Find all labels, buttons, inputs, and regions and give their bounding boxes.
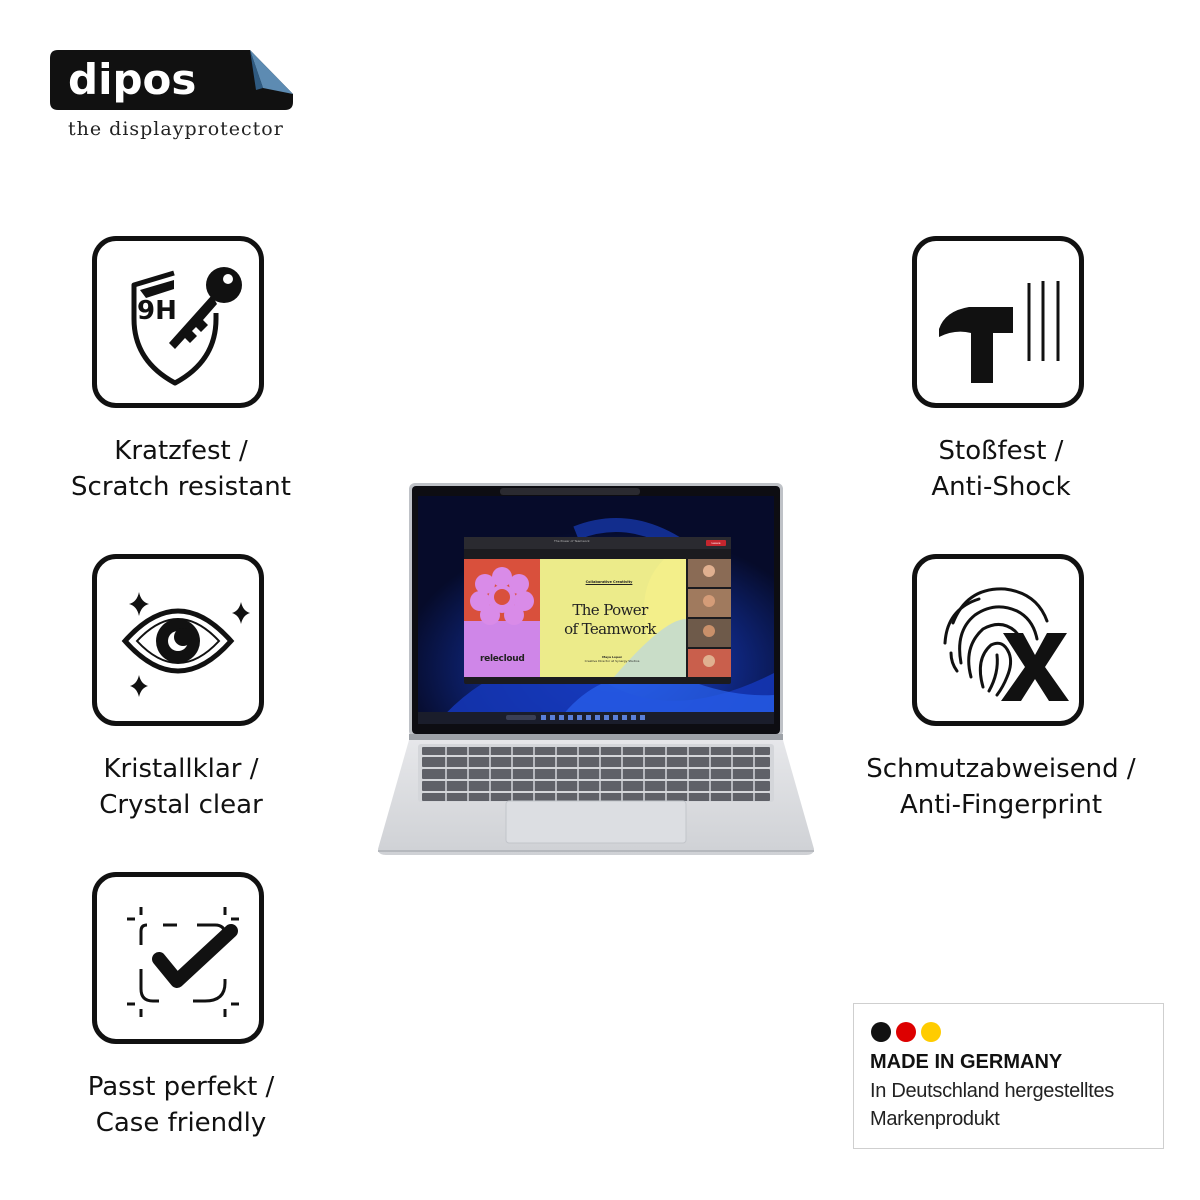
feature-tile-shock (912, 236, 1084, 408)
caption-fingerprint: Schmutzabweisend / Anti-Fingerprint (841, 751, 1161, 823)
caption-fingerprint-de: Schmutzabweisend / (866, 754, 1136, 784)
slide-presenter-role: Creative Director at Synergy Studios (584, 659, 640, 663)
made-in-germany-line1: In Deutschland hergestelltes (870, 1080, 1114, 1102)
eye-sparkle-icon (121, 592, 250, 697)
flag-dot-gold (921, 1022, 941, 1042)
caption-clear-de: Kristallklar / (103, 754, 259, 784)
caption-clear: Kristallklar / Crystal clear (21, 751, 341, 823)
meeting-window: The Power of Teamwork Leave (464, 537, 731, 684)
slide-kicker: Collaborative Creativity (585, 580, 633, 584)
flag-dot-black (871, 1022, 891, 1042)
caption-fingerprint-en: Anti-Fingerprint (899, 790, 1103, 820)
checkmark-frame-icon (127, 907, 239, 1017)
caption-scratch-en: Scratch resistant (71, 472, 291, 502)
caption-shock: Stoßfest / Anti-Shock (841, 433, 1161, 505)
fingerprint-cross-icon (943, 587, 1069, 701)
made-in-germany-line2: Markenprodukt (870, 1108, 1000, 1130)
caption-shock-de: Stoßfest / (938, 436, 1064, 466)
caption-fit-en: Case friendly (95, 1108, 267, 1138)
brand-tagline: the displayprotector (68, 118, 284, 140)
made-in-germany-title: MADE IN GERMANY (870, 1051, 1063, 1073)
caption-clear-en: Crystal clear (99, 790, 263, 820)
caption-scratch: Kratzfest / Scratch resistant (21, 433, 341, 505)
slide-presenter: Maya Lopez Creative Director at Synergy … (572, 655, 652, 663)
feature-tile-fit (92, 872, 264, 1044)
caption-shock-en: Anti-Shock (931, 472, 1071, 502)
flag-dot-red (896, 1022, 916, 1042)
logo-wordmark: dipos (68, 55, 196, 104)
slide-brand: relecloud (480, 654, 525, 664)
caption-fit-de: Passt perfekt / (87, 1072, 275, 1102)
caption-fit: Passt perfekt / Case friendly (21, 1069, 341, 1141)
caption-scratch-de: Kratzfest / (114, 436, 248, 466)
window-title: The Power of Teamwork (554, 539, 590, 543)
window-titlebar (464, 537, 731, 549)
shield-key-9h-icon: 9H (131, 267, 242, 386)
feature-tile-clear (92, 554, 264, 726)
made-in-germany-badge: MADE IN GERMANY In Deutschland hergestel… (853, 1003, 1164, 1149)
slide-presenter-name: Maya Lopez (602, 655, 622, 659)
hammer-impact-icon (939, 281, 1060, 383)
badge-9h: 9H (137, 296, 177, 326)
slide-headline-2: of Teamwork (564, 620, 656, 638)
feature-tile-fingerprint (912, 554, 1084, 726)
slide-graphic (464, 559, 731, 677)
slide-headline-1: The Power (572, 601, 648, 619)
brand-logo: dipos (50, 50, 293, 110)
leave-button[interactable]: Leave (706, 540, 726, 546)
feature-tile-scratch: 9H (92, 236, 264, 408)
